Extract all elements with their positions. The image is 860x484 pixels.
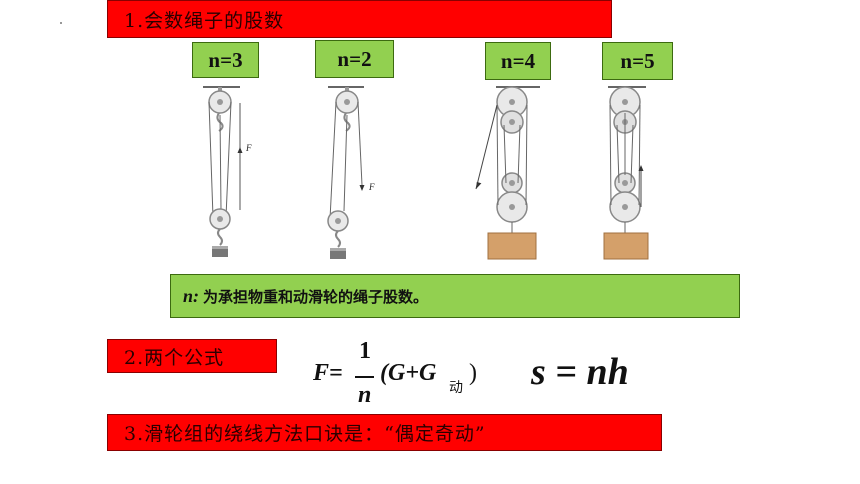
pulley-diagram-n2: F <box>327 86 375 259</box>
pulley-diagram-n5 <box>603 86 649 260</box>
section2-title: 2.两个公式 <box>124 346 225 369</box>
force-label-1: F <box>245 143 252 153</box>
pulley-diagram-n4 <box>475 86 540 260</box>
force-label-2: F <box>368 182 375 192</box>
section1-title: 1.会数绳子的股数 <box>124 9 285 32</box>
section3-title-bar: 3.滑轮组的绕线方法口诀是：“偶定奇动” <box>107 414 662 451</box>
note-variable: n: <box>183 285 200 306</box>
n-label-box-3: n=4 <box>485 42 551 80</box>
decor-dot <box>60 22 62 24</box>
section1-title-bar: 1.会数绳子的股数 <box>107 0 612 38</box>
formula-numerator: 1 <box>359 338 371 364</box>
n-label-1: n=3 <box>208 47 243 72</box>
formula-lhs: F= <box>313 360 343 386</box>
fraction-bar <box>355 376 374 378</box>
note-text: 为承担物重和动滑轮的绳子股数。 <box>203 287 429 306</box>
n-label-box-4: n=5 <box>602 42 673 80</box>
formula-close: ) <box>469 360 477 386</box>
section2-title-bar: 2.两个公式 <box>107 339 277 373</box>
formula-distance: s = nh <box>531 351 629 393</box>
n-label-box-1: n=3 <box>192 42 259 78</box>
n-label-box-2: n=2 <box>315 40 394 78</box>
n-label-4: n=5 <box>620 48 655 73</box>
formula-denominator: n <box>358 382 372 408</box>
formula-subscript: 动 <box>449 380 463 396</box>
n-label-2: n=2 <box>337 46 372 71</box>
n-label-3: n=4 <box>500 48 536 73</box>
section3-title: 3.滑轮组的绕线方法口诀是：“偶定奇动” <box>124 423 486 445</box>
definition-note: n: 为承担物重和动滑轮的绳子股数。 <box>170 274 740 318</box>
formula-body: (G+G <box>380 360 437 386</box>
pulley-diagram-n3: F <box>203 86 252 257</box>
